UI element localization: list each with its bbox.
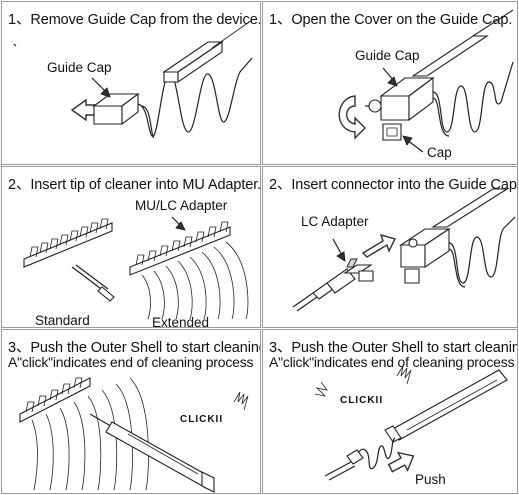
panel-step-3-push-shell-standard: 3、Push the Outer Shell to start cleaning… [1, 329, 261, 494]
cap-label: Cap [427, 145, 452, 160]
push-arrow-icon [387, 451, 415, 473]
panel-title: 3、Push the Outer Shell to start cleaning [269, 340, 518, 356]
extended-label: Extended [152, 315, 210, 328]
insert-connector-illustration [292, 188, 516, 312]
click-text: CLICKII [180, 414, 224, 425]
insert-tip-illustration [23, 216, 249, 320]
standard-adapter-array [23, 218, 113, 268]
standard-label: Standard [35, 313, 90, 328]
panel-title: 1、Open the Cover on the Guide Cap. [269, 12, 513, 28]
panel-title: 3、Push the Outer Shell to start cleaning [8, 340, 261, 356]
guide-cap-label: Guide Cap [355, 48, 420, 63]
panel-step-3-push-shell-connector: 3、Push the Outer Shell to start cleaning… [262, 329, 518, 494]
panel-title: 2、Insert connector into the Guide Cap. [269, 177, 518, 193]
panel-step-1-open-cover: 1、Open the Cover on the Guide Cap. [262, 1, 518, 165]
remove-guide-cap-illustration [13, 19, 253, 139]
guide-cap-label: Guide Cap [47, 60, 112, 75]
cleaner-pen [89, 413, 215, 493]
rotate-arrow-icon [338, 95, 366, 140]
panel-title: 1、Remove Guide Cap from the device. [8, 12, 261, 28]
push-label: Push [415, 472, 446, 487]
cleaner-pen [384, 369, 508, 443]
direction-arrow-icon [361, 233, 397, 258]
click-sound-icon [233, 391, 249, 411]
panel-title: 2、Insert tip of cleaner into MU Adapter. [8, 177, 261, 193]
extended-adapter-array [129, 221, 249, 320]
mu-lc-adapter-label: MU/LC Adapter [135, 198, 228, 213]
panel-subtitle: A"click"indicates end of cleaning proces… [8, 354, 254, 370]
panel-step-2-insert-connector: 2、Insert connector into the Guide Cap. [262, 166, 518, 328]
panel-step-2-insert-tip: 2、Insert tip of cleaner into MU Adapter. [1, 166, 261, 328]
click-sound-icon-2 [396, 365, 412, 385]
lc-adapter-label: LC Adapter [301, 214, 369, 229]
click-text: CLICKII [340, 395, 384, 406]
push-shell-connector-illustration [314, 365, 508, 481]
lc-connector [292, 258, 374, 312]
push-shell-illustration [19, 377, 249, 493]
panel-subtitle: A"click"indicates end of cleaning proces… [269, 354, 515, 370]
open-cover-illustration [338, 9, 514, 153]
click-sound-icon [314, 381, 328, 397]
panel-step-1-remove-guide-cap: 1、Remove Guide Cap from the device. Guid… [1, 1, 261, 165]
